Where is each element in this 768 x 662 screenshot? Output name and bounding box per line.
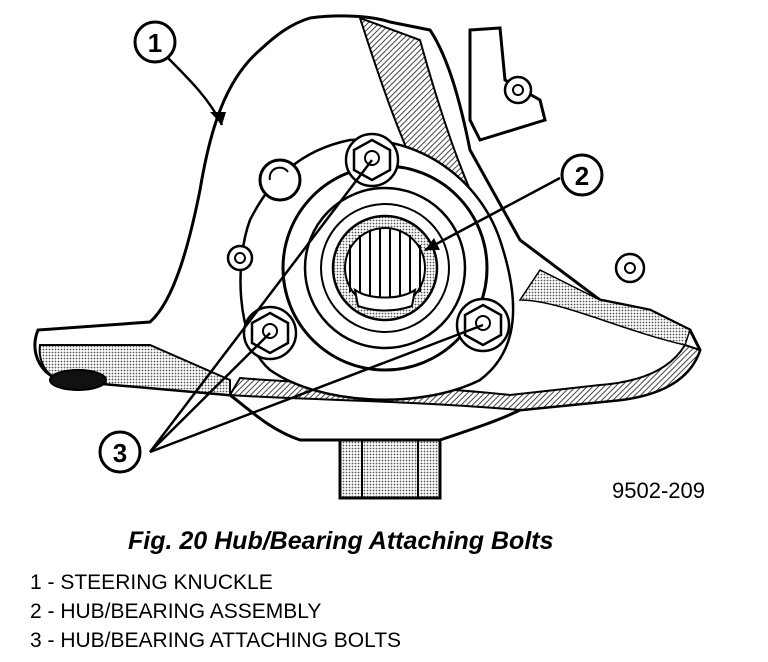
legend-item-3: 3 - HUB/BEARING ATTACHING BOLTS [30,629,402,652]
callout-2-number: 2 [575,161,589,191]
figure-code: 9502-209 [612,478,705,503]
legend-item-1: 1 - STEERING KNUCKLE [30,571,273,594]
leader-lines [149,57,561,454]
hub-bearing-illustration: 1 2 3 [33,14,702,500]
callout-1-number: 1 [148,28,162,58]
leader-arrowheads [210,112,440,250]
legend-list: 1 - STEERING KNUCKLE 2 - HUB/BEARING ASS… [30,568,401,655]
legend-item-2: 2 - HUB/BEARING ASSEMBLY [30,600,322,623]
figure-caption: Fig. 20 Hub/Bearing Attaching Bolts [128,527,554,555]
hub-bearing-assembly [281,164,489,372]
callout-3: 3 [98,430,142,474]
callout-3-number: 3 [113,438,127,468]
callout-1: 1 [133,20,177,64]
callout-2: 2 [560,153,604,197]
